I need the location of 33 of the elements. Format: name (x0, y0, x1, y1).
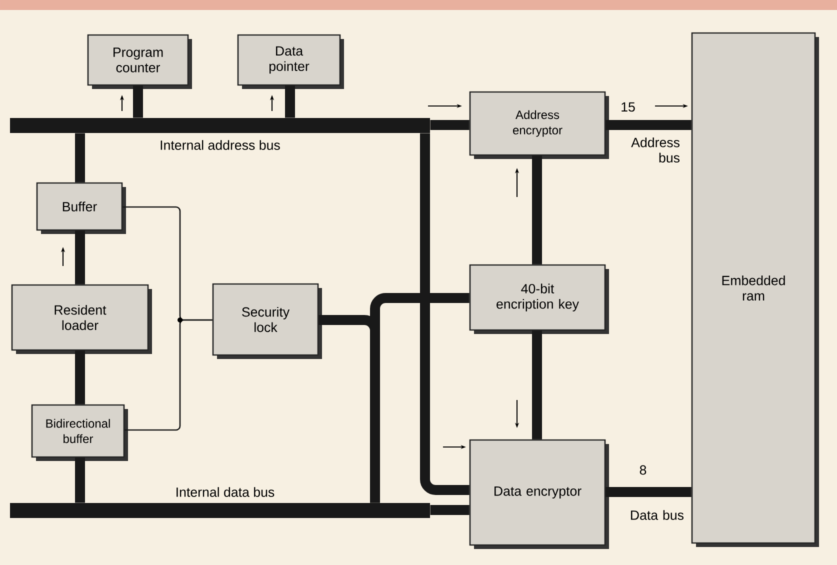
bus-label: Internal data bus (176, 487, 274, 497)
edge-label: Address bus (631, 137, 680, 163)
bus-line (430, 120, 470, 130)
edge-label: Data bus (631, 510, 684, 520)
block-box: Embedded ram (691, 32, 820, 547)
bus-line (75, 133, 85, 182)
block-box: Address encryptor (469, 91, 609, 159)
block-box: Security lock (212, 283, 322, 359)
bus-line (75, 230, 85, 284)
bus-line (430, 505, 470, 515)
block-box: Buffer (36, 182, 126, 234)
bus-label: Internal address bus (160, 140, 280, 150)
block-box: Data encryptor (469, 439, 609, 549)
bus-bar (10, 118, 430, 133)
bus-line (318, 315, 380, 503)
bus-line (606, 120, 692, 130)
bus-line (420, 133, 470, 495)
bus-bar (10, 503, 430, 518)
block-box: 40-bit encription key (469, 264, 609, 334)
block-box: Resident loader (11, 284, 152, 354)
bus-width-label: 8 (640, 465, 646, 475)
bus-line (285, 86, 295, 118)
block-box: Program counter (87, 34, 192, 89)
bus-width-label: 15 (622, 102, 635, 112)
bus-line (75, 350, 85, 404)
block-box: Bidirectional buffer (31, 404, 128, 461)
bus-line (606, 487, 692, 497)
bus-line (124, 319, 212, 431)
bus-line (133, 86, 143, 118)
block-box: Data pointer (237, 34, 344, 89)
bus-line (532, 330, 542, 440)
bus-line (532, 156, 542, 264)
bus-line (75, 458, 85, 503)
